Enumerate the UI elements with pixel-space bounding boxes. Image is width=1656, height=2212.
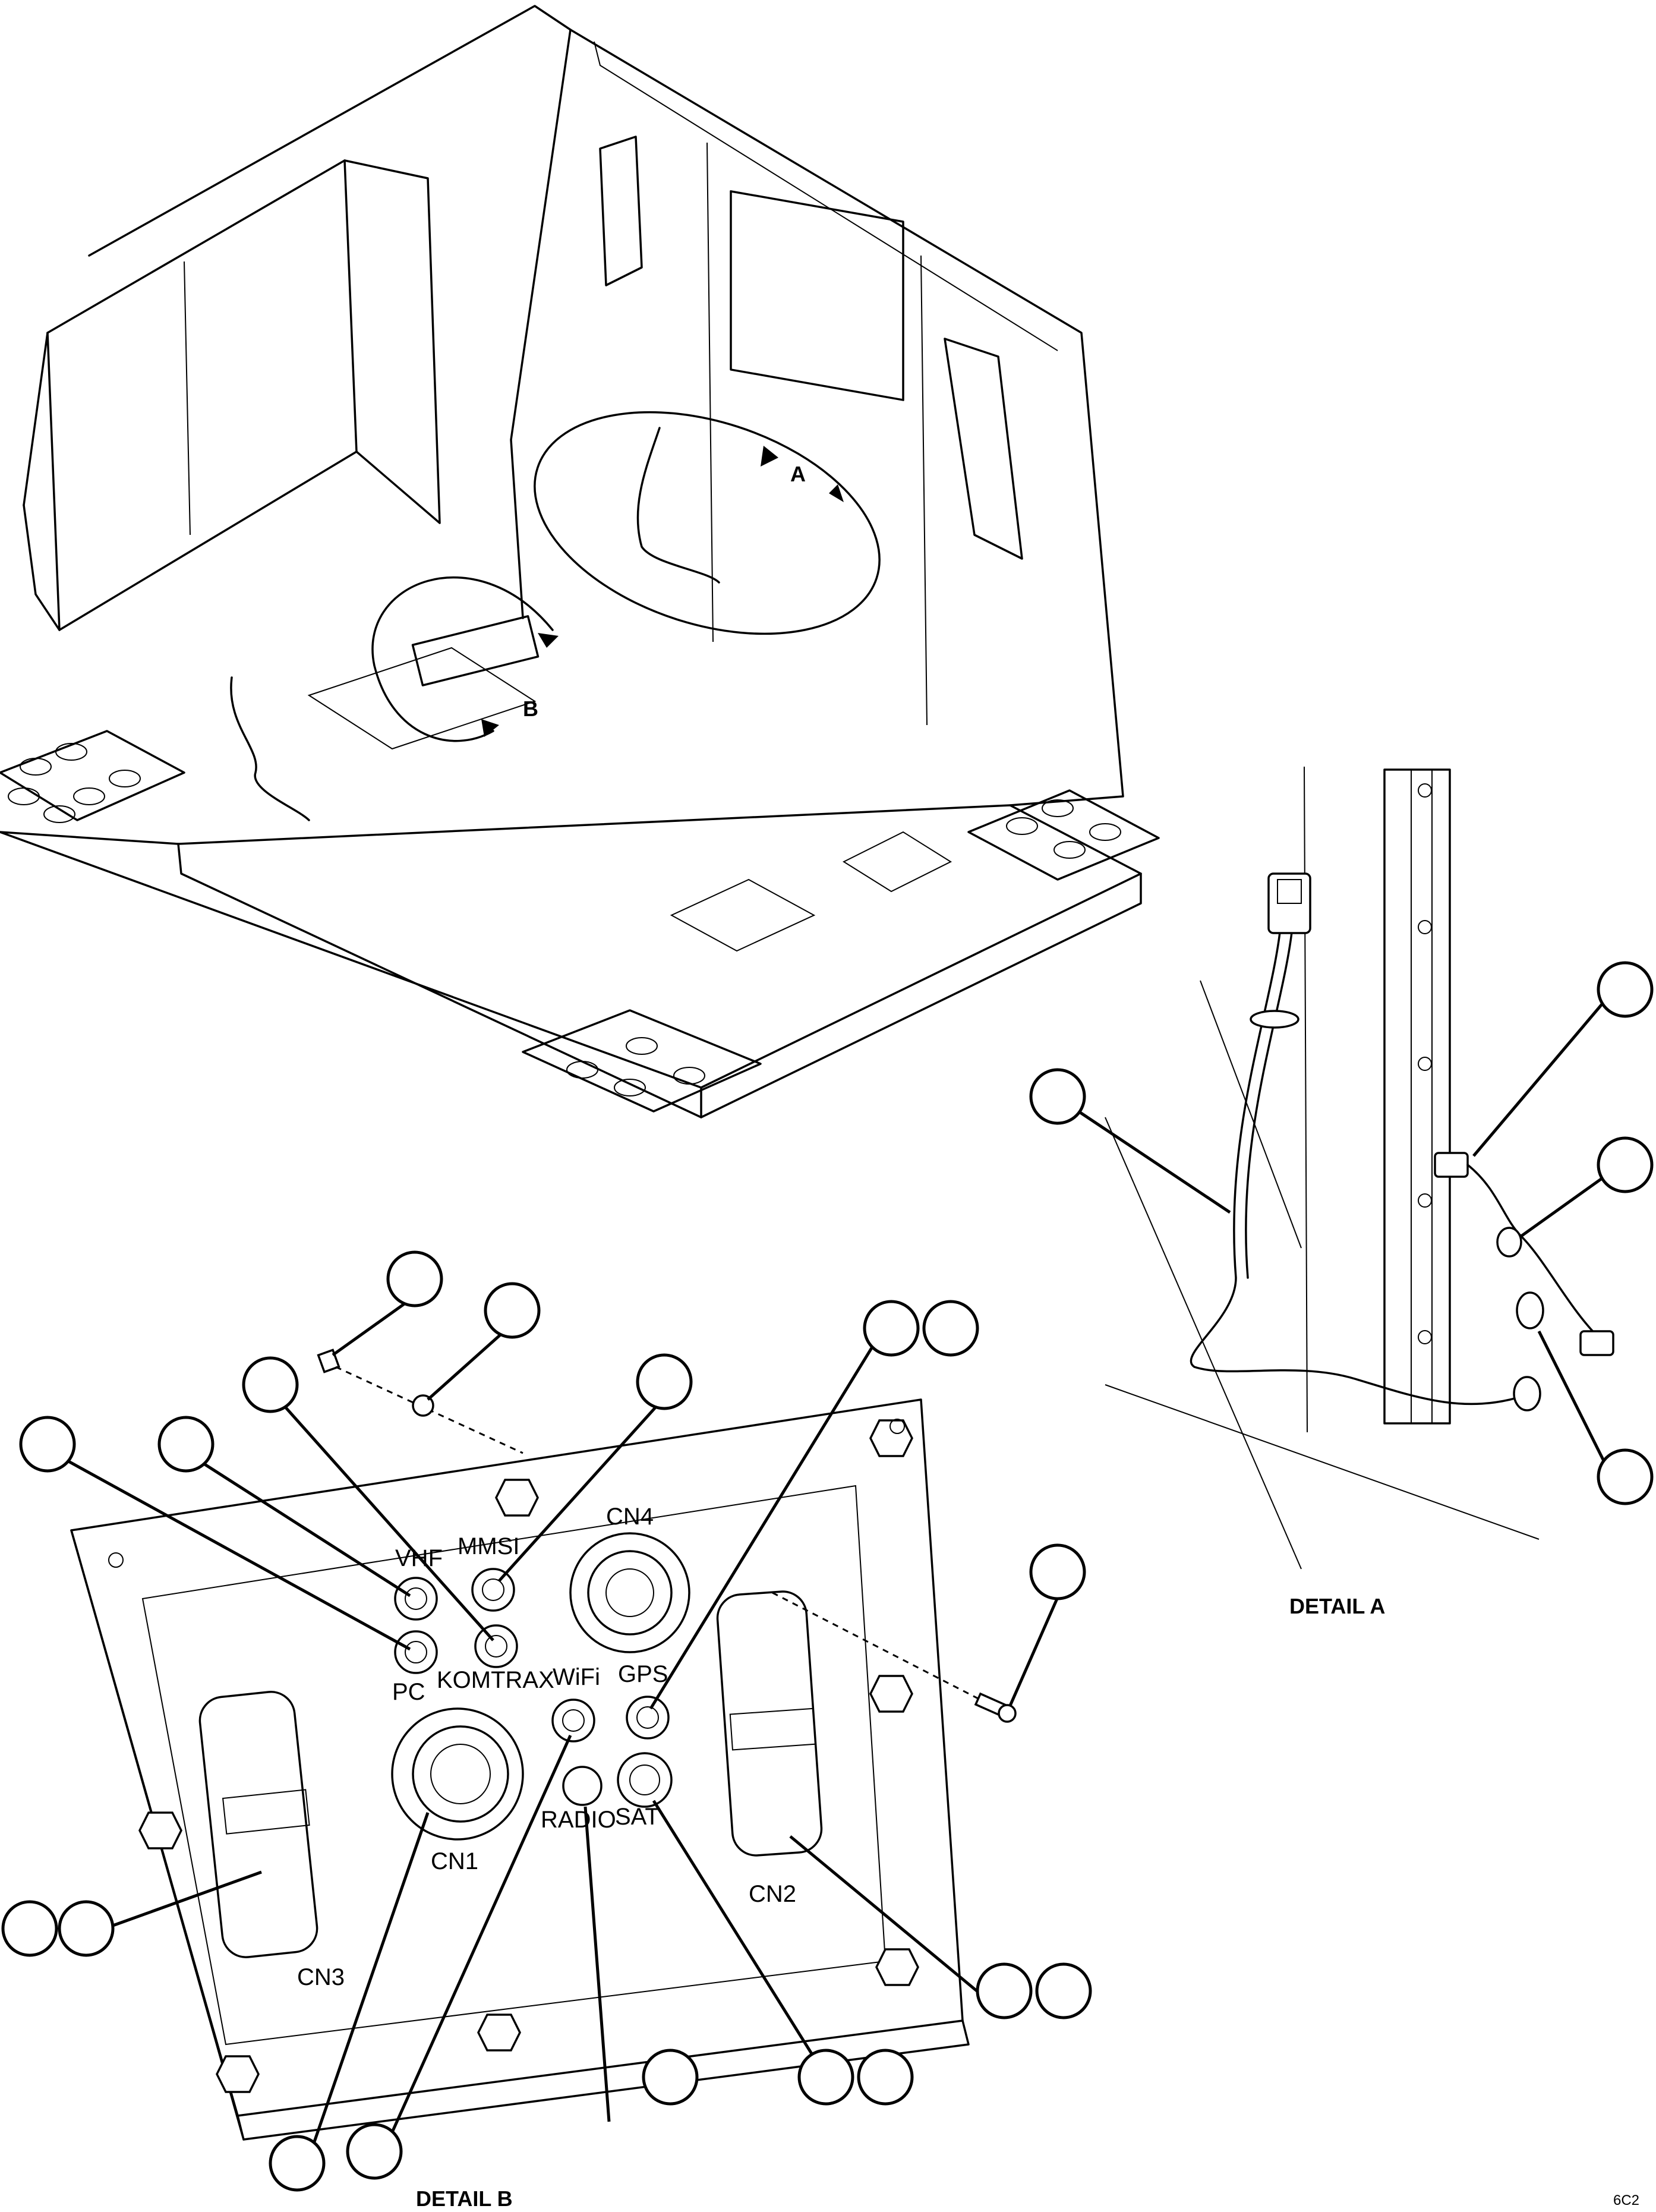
cab-isometric-view: A B <box>0 5 1160 1118</box>
connector-cn1 <box>391 1707 524 1841</box>
label-komtrax: KOMTRAX <box>437 1667 554 1693</box>
label-radio: RADIO <box>541 1807 616 1833</box>
connector-gps <box>626 1696 670 1740</box>
balloon-washer[interactable] <box>484 1282 541 1339</box>
label-sat: SAT <box>615 1804 660 1830</box>
mount-pad-front <box>522 1009 762 1113</box>
label-wifi: WiFi <box>553 1664 600 1690</box>
balloon-mmsi-connector[interactable] <box>636 1353 693 1410</box>
balloon-cn2-1[interactable] <box>976 1962 1033 2019</box>
balloon-cn3-1[interactable] <box>1 1900 58 1957</box>
balloon-cn1-connector[interactable] <box>269 2135 326 2192</box>
connector-cn4 <box>569 1532 690 1653</box>
balloon-wifi-connector[interactable] <box>346 2123 403 2180</box>
balloon-detail-a-sensor[interactable] <box>1597 961 1654 1018</box>
balloon-cn2-2[interactable] <box>1035 1962 1092 2019</box>
view-label-a: A <box>790 462 806 486</box>
harness-grommet <box>1250 1010 1299 1029</box>
balloon-detail-a-bracket[interactable] <box>1597 1448 1654 1505</box>
label-cn3: CN3 <box>297 1964 345 1990</box>
detail-b-view: CN3 CN2 CN4 CN1 VHF MMSI PC KOMTRAX WiFi <box>1 1250 1092 2211</box>
detail-a-callout-circle <box>534 411 881 635</box>
balloon-vhf-connector[interactable] <box>157 1416 215 1473</box>
connector-komtrax <box>474 1624 518 1668</box>
detail-a-title: DETAIL A <box>1289 1594 1385 1618</box>
connector-cn2 <box>716 1590 823 1857</box>
balloon-gps-connector-2[interactable] <box>922 1300 979 1357</box>
balloon-bolt[interactable] <box>1029 1543 1086 1600</box>
balloon-detail-a-harness[interactable] <box>1029 1068 1086 1125</box>
mount-pad-left <box>0 730 185 823</box>
balloon-radio-connector[interactable] <box>642 2049 699 2106</box>
balloon-cn3-2[interactable] <box>58 1900 115 1957</box>
label-pc: PC <box>392 1679 425 1705</box>
label-cn4: CN4 <box>606 1504 654 1530</box>
connector-pc <box>394 1630 438 1674</box>
connector-vhf <box>394 1577 438 1621</box>
balloon-detail-a-clamp[interactable] <box>1597 1136 1654 1193</box>
label-cn2: CN2 <box>749 1881 796 1907</box>
balloon-sat-connector-1[interactable] <box>797 2049 854 2106</box>
detail-b-callout-circle <box>371 576 554 742</box>
view-label-b: B <box>523 697 538 721</box>
connector-mmsi <box>471 1568 515 1612</box>
label-cn1: CN1 <box>431 1848 478 1874</box>
connector-wifi <box>551 1699 595 1742</box>
connector-sat <box>617 1752 673 1808</box>
label-mmsi: MMSI <box>458 1533 519 1559</box>
figure-reference: 6C2 <box>1613 2192 1639 2208</box>
balloon-screw[interactable] <box>386 1250 443 1307</box>
detail-a-view: DETAIL A <box>1029 766 1654 1618</box>
balloon-gps-connector-1[interactable] <box>863 1300 920 1357</box>
balloon-pc-connector[interactable] <box>19 1416 76 1473</box>
harness-cable <box>1190 926 1522 1406</box>
balloon-sat-connector-2[interactable] <box>857 2049 914 2106</box>
balloon-komtrax-connector[interactable] <box>242 1356 299 1413</box>
label-gps: GPS <box>618 1661 668 1687</box>
connector-cn3 <box>198 1691 318 1958</box>
detail-b-title: DETAIL B <box>416 2186 513 2211</box>
rail-bolts <box>1418 783 1432 1344</box>
panel-nuts <box>138 1419 919 2093</box>
connector-radio <box>562 1766 603 1806</box>
mount-pad-right <box>967 789 1160 881</box>
